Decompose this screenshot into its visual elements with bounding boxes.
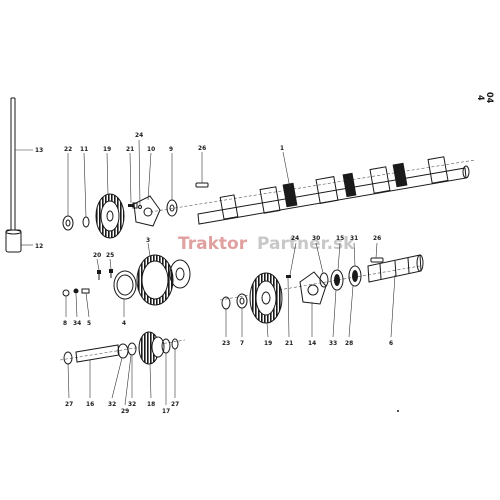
watermark: Traktor Partner.sk bbox=[178, 234, 355, 254]
label-26a: 26 bbox=[198, 144, 206, 152]
plate-14 bbox=[299, 271, 327, 305]
label-31: 31 bbox=[350, 234, 358, 242]
idler-gear-3 bbox=[136, 254, 191, 306]
label-27b: 27 bbox=[171, 400, 179, 408]
label-24b: 24 bbox=[291, 234, 299, 242]
label-19a: 19 bbox=[103, 145, 111, 153]
label-18: 18 bbox=[147, 400, 155, 408]
svg-text:Partner.sk: Partner.sk bbox=[257, 234, 355, 254]
thrust-plate bbox=[133, 195, 161, 227]
label-22: 22 bbox=[64, 145, 72, 153]
label-28: 28 bbox=[345, 339, 353, 347]
page-code: 04 4 bbox=[475, 92, 494, 104]
dot-mark bbox=[397, 410, 399, 412]
label-8: 8 bbox=[63, 319, 67, 327]
label-29: 29 bbox=[121, 407, 129, 415]
label-9: 9 bbox=[169, 145, 173, 153]
plug-cylinder bbox=[5, 229, 22, 253]
dipstick-rod bbox=[10, 97, 16, 230]
gear-19-lower bbox=[249, 272, 283, 324]
label-4: 4 bbox=[122, 319, 126, 327]
label-7: 7 bbox=[240, 339, 244, 347]
label-24a: 24 bbox=[135, 131, 143, 139]
gear-18 bbox=[138, 331, 165, 365]
washer-11 bbox=[82, 216, 90, 228]
label-12: 12 bbox=[35, 242, 43, 250]
label-26b: 26 bbox=[373, 234, 381, 242]
label-33: 33 bbox=[329, 339, 337, 347]
camshaft bbox=[149, 156, 476, 225]
bearing-33-15 bbox=[330, 269, 344, 291]
key-26b bbox=[370, 257, 384, 263]
bolt-21b bbox=[286, 275, 291, 278]
gear-19-upper bbox=[95, 193, 125, 239]
svg-text:04: 04 bbox=[484, 92, 494, 104]
shim-4 bbox=[113, 270, 137, 300]
label-17: 17 bbox=[162, 407, 170, 415]
svg-text:4: 4 bbox=[475, 95, 485, 101]
label-3: 3 bbox=[146, 236, 150, 244]
bolt-20 bbox=[97, 270, 101, 280]
label-16: 16 bbox=[86, 400, 94, 408]
ring-30 bbox=[319, 272, 329, 288]
label-21a: 21 bbox=[126, 145, 134, 153]
key-26a bbox=[195, 182, 209, 188]
label-23: 23 bbox=[222, 339, 230, 347]
label-11: 11 bbox=[80, 145, 88, 153]
label-10: 10 bbox=[147, 145, 155, 153]
svg-text:Traktor: Traktor bbox=[178, 234, 248, 254]
label-27a: 27 bbox=[65, 400, 73, 408]
label-21b: 21 bbox=[285, 339, 293, 347]
pin-25 bbox=[109, 269, 113, 278]
label-20: 20 bbox=[93, 251, 101, 259]
label-14: 14 bbox=[308, 339, 316, 347]
ring-29 bbox=[127, 342, 137, 356]
label-5: 5 bbox=[87, 319, 91, 327]
part-labels: 1 3 4 5 6 7 8 9 10 11 12 13 14 15 16 17 … bbox=[35, 131, 393, 415]
ring-27b bbox=[171, 338, 179, 350]
label-32b: 32 bbox=[128, 400, 136, 408]
label-34: 34 bbox=[73, 319, 81, 327]
label-25: 25 bbox=[106, 251, 114, 259]
nut-22 bbox=[62, 215, 74, 231]
label-1: 1 bbox=[280, 144, 284, 152]
label-32a: 32 bbox=[108, 400, 116, 408]
bearing-31-28 bbox=[348, 265, 362, 287]
label-19b: 19 bbox=[264, 339, 272, 347]
bolt-21a bbox=[128, 202, 138, 209]
label-6: 6 bbox=[389, 339, 393, 347]
label-15: 15 bbox=[336, 234, 344, 242]
label-30: 30 bbox=[312, 234, 320, 242]
bearing-32a bbox=[117, 343, 129, 359]
label-13: 13 bbox=[35, 146, 43, 154]
leader-lines bbox=[15, 139, 396, 406]
